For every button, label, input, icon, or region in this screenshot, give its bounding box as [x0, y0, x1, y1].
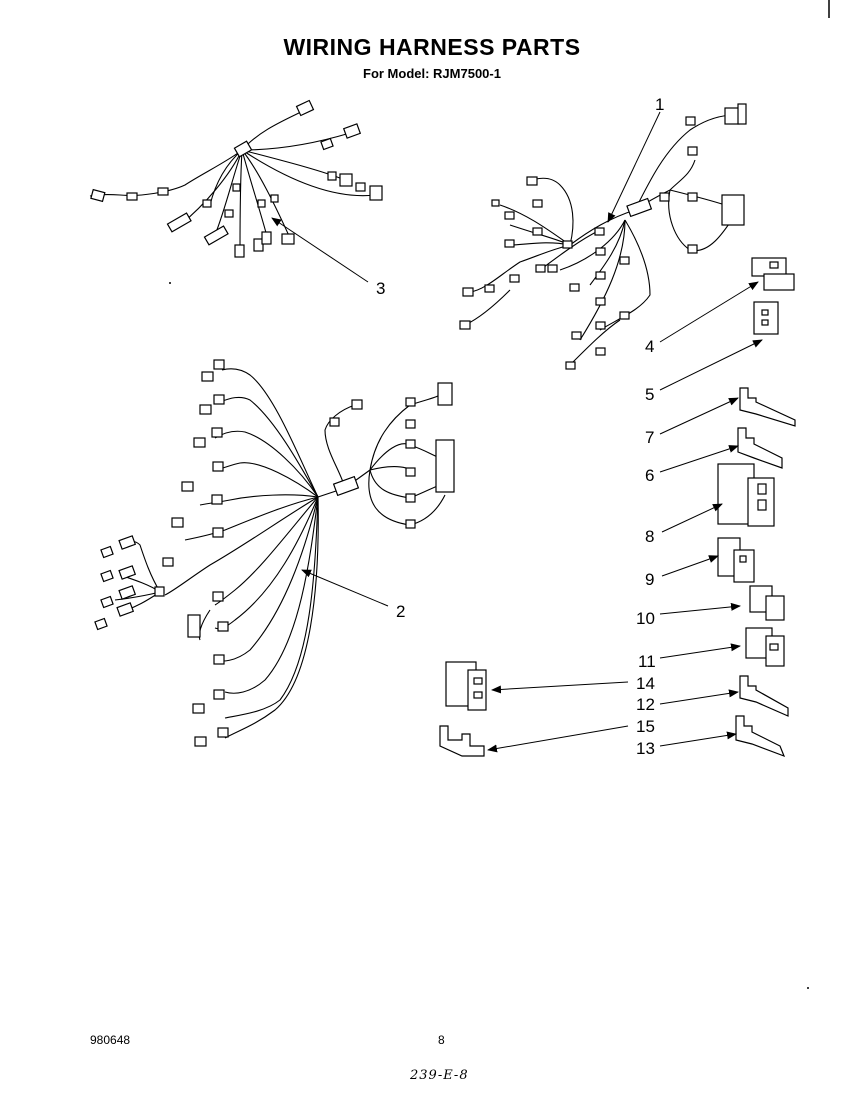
- part-4: [751, 257, 795, 291]
- callout-11: 11: [638, 652, 656, 671]
- callout-8: 8: [645, 527, 654, 546]
- callout-2: 2: [396, 602, 405, 621]
- part-13: [735, 715, 786, 758]
- part-15: [439, 725, 485, 757]
- leader-6: [659, 445, 739, 473]
- callout-1: 1: [655, 95, 664, 114]
- part-11: [745, 627, 785, 667]
- leader-8: [661, 503, 723, 533]
- callout-15: 15: [636, 717, 655, 736]
- part-7: [739, 387, 796, 427]
- callout-10: 10: [636, 609, 655, 628]
- callout-6: 6: [645, 466, 654, 485]
- leader-15: [487, 725, 629, 753]
- leader-9: [661, 555, 719, 577]
- part-5: [753, 301, 779, 335]
- leader-1: [607, 111, 661, 223]
- part-14: [445, 661, 487, 711]
- harness-2: [94, 359, 455, 747]
- harness-3: [89, 99, 383, 258]
- callout-4: 4: [645, 337, 654, 356]
- leader-11: [659, 643, 741, 659]
- page-title: WIRING HARNESS PARTS: [283, 34, 581, 60]
- part-6: [737, 427, 783, 469]
- model-subtitle: For Model: RJM7500-1: [363, 66, 501, 81]
- stray-dot: [169, 282, 171, 284]
- callout-7: 7: [645, 428, 654, 447]
- leader-2: [301, 569, 389, 607]
- part-8: [717, 463, 775, 527]
- callout-12: 12: [636, 695, 655, 714]
- leader-10: [659, 602, 741, 615]
- part-9: [717, 537, 755, 583]
- leader-4: [659, 281, 759, 343]
- leader-lines: [271, 111, 763, 753]
- harness-1: [459, 103, 747, 370]
- callout-9: 9: [645, 570, 654, 589]
- part-10: [749, 585, 785, 621]
- stray-dot: [807, 987, 809, 989]
- leader-13: [659, 731, 737, 747]
- leader-14: [491, 681, 629, 694]
- callout-5: 5: [645, 385, 654, 404]
- leader-5: [659, 339, 763, 391]
- document-number: 980648: [90, 1033, 131, 1047]
- callout-3: 3: [376, 279, 385, 298]
- part-12: [739, 675, 789, 717]
- leader-12: [659, 689, 739, 705]
- page-number: 8: [438, 1033, 445, 1047]
- leader-7: [659, 397, 739, 435]
- callout-14: 14: [636, 674, 655, 693]
- handwritten-note: 239-E-8: [410, 1068, 469, 1083]
- leader-3: [271, 217, 369, 283]
- callout-13: 13: [636, 739, 655, 758]
